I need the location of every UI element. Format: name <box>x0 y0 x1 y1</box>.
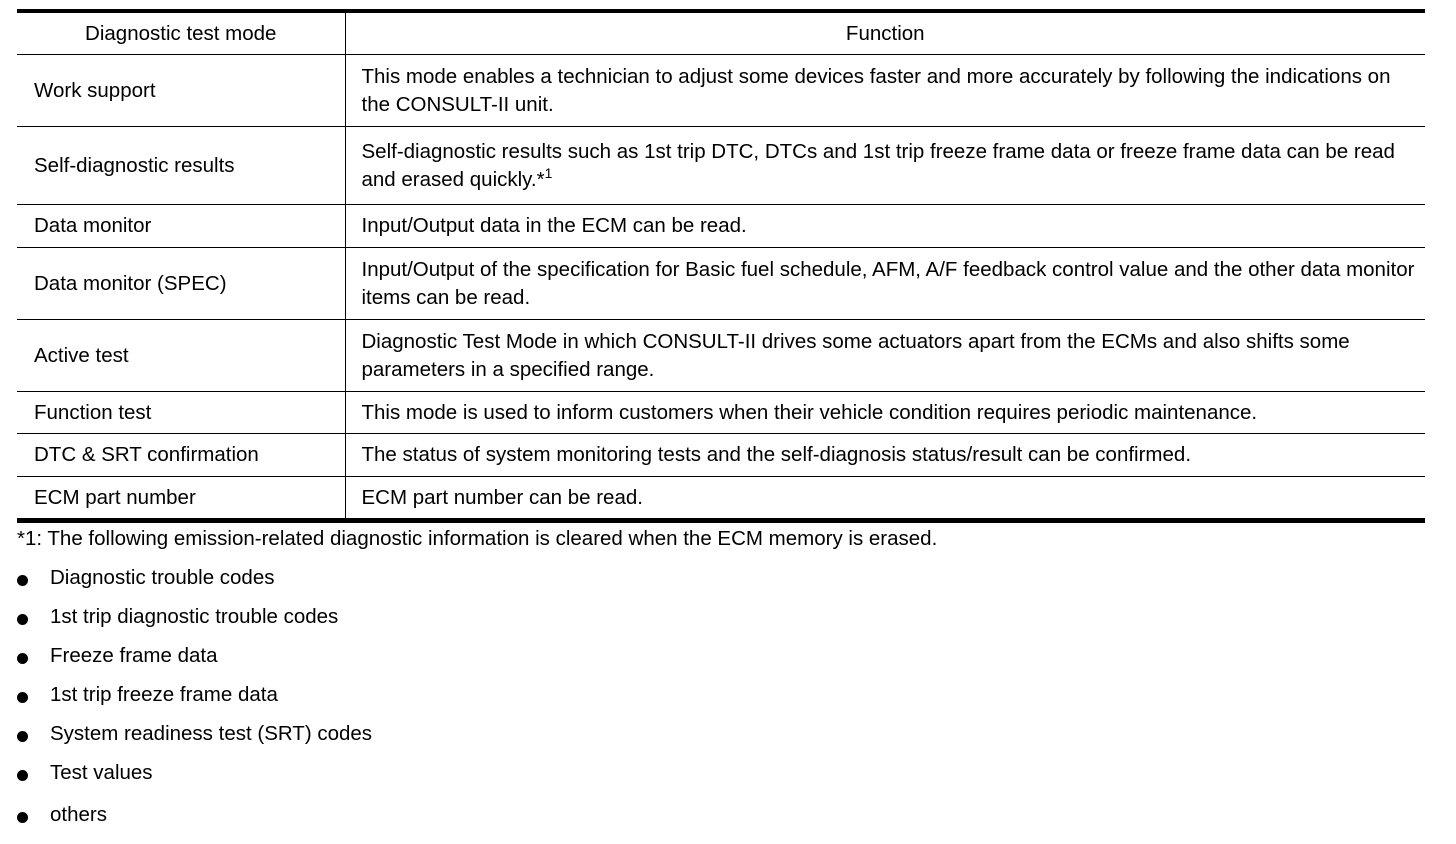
list-item-text: 1st trip freeze frame data <box>50 683 278 706</box>
mode-cell: Data monitor <box>17 204 346 248</box>
table-row: Work support This mode enables a technic… <box>17 54 1425 127</box>
mode-cell: Data monitor (SPEC) <box>17 247 346 320</box>
footnote-text: *1: The following emission-related diagn… <box>17 527 938 550</box>
function-cell: The status of system monitoring tests an… <box>345 433 1425 477</box>
list-item-text: 1st trip diagnostic trouble codes <box>50 605 339 628</box>
function-cell: ECM part number can be read. <box>361 485 643 509</box>
table-row: Self-diagnostic results Self-diagnostic … <box>17 126 1425 205</box>
list-item-text: Freeze frame data <box>50 644 218 667</box>
bullet-icon <box>17 692 28 703</box>
diagnostic-mode-table: Diagnostic test mode Function Work suppo… <box>17 9 1425 523</box>
bullet-icon <box>17 614 28 625</box>
function-cell: This mode enables a technician to adjust… <box>345 54 1425 127</box>
function-text: Self-diagnostic results such as 1st trip… <box>361 139 1395 191</box>
bullet-icon <box>17 575 28 586</box>
bullet-icon <box>17 731 28 742</box>
mode-cell: Active test <box>17 319 346 392</box>
bullet-icon <box>17 770 28 781</box>
table-row: DTC & SRT confirmation The status of sys… <box>17 433 1425 477</box>
function-cell: Self-diagnostic results such as 1st trip… <box>345 126 1425 205</box>
column-header-mode: Diagnostic test mode <box>17 11 346 55</box>
table-row: Data monitor Input/Output data in the EC… <box>17 204 1425 248</box>
list-item-text: System readiness test (SRT) codes <box>50 722 373 745</box>
bullet-icon <box>17 653 28 664</box>
table-row: Function test This mode is used to infor… <box>17 391 1425 434</box>
mode-cell: DTC & SRT confirmation <box>17 433 346 477</box>
table-row: Data monitor (SPEC) Input/Output of the … <box>17 247 1425 320</box>
table-row: ECM part number ECM part number can be r… <box>17 476 1425 521</box>
function-cell: Diagnostic Test Mode in which CONSULT-II… <box>345 319 1425 392</box>
function-cell: This mode is used to inform customers wh… <box>345 391 1425 434</box>
function-cell: Input/Output of the specification for Ba… <box>345 247 1425 320</box>
list-item-text: Test values <box>50 761 153 784</box>
column-header-function: Function <box>345 11 1425 55</box>
mode-cell: Function test <box>17 391 346 434</box>
bullet-icon <box>17 812 28 823</box>
table-header-row: Diagnostic test mode Function <box>17 11 1425 55</box>
diagnostic-mode-table-wrapper: Diagnostic test mode Function Work suppo… <box>17 9 1425 523</box>
function-cell: Input/Output data in the ECM can be read… <box>345 204 1425 248</box>
mode-cell: Work support <box>17 54 346 127</box>
mode-cell: Self-diagnostic results <box>17 126 346 205</box>
footnote-marker: 1 <box>544 164 553 181</box>
table-row: Active test Diagnostic Test Mode in whic… <box>17 319 1425 392</box>
mode-cell: ECM part number <box>17 476 346 521</box>
list-item-text: others <box>50 803 107 826</box>
list-item-text: Diagnostic trouble codes <box>50 566 275 589</box>
